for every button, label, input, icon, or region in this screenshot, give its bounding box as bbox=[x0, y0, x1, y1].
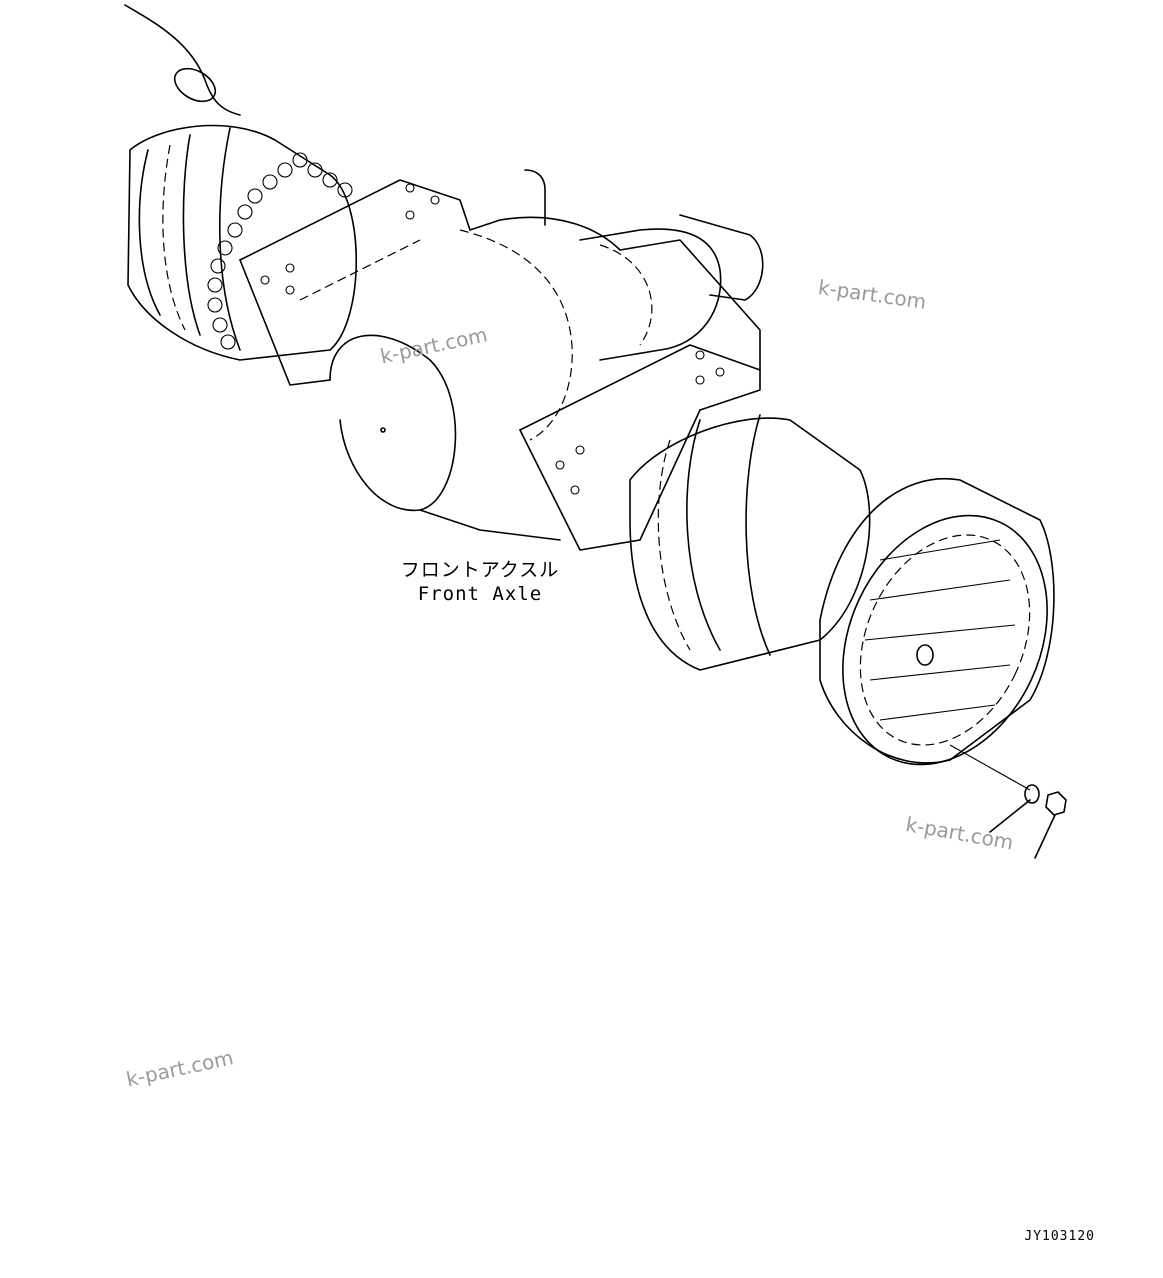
axle-housing bbox=[239, 179, 761, 551]
left-wheel-hub bbox=[127, 124, 357, 361]
assembly-label-en: Front Axle bbox=[417, 583, 543, 605]
hose-clamp bbox=[173, 67, 217, 103]
nut-part bbox=[1045, 791, 1067, 816]
hose-line bbox=[124, 4, 241, 116]
leader-washer bbox=[989, 799, 1031, 833]
wheel-rim bbox=[819, 478, 1055, 766]
right-wheel-hub bbox=[629, 414, 871, 671]
drawing-code: JY103120 bbox=[1024, 1229, 1095, 1244]
leader-line bbox=[949, 744, 1031, 791]
assembly-label: フロントアクスル Front Axle bbox=[400, 558, 560, 606]
input-flange bbox=[579, 214, 764, 361]
leader-nut bbox=[1034, 814, 1056, 859]
assembly-label-jp: フロントアクスル bbox=[400, 559, 560, 581]
breather-hose bbox=[524, 169, 546, 226]
washer-part bbox=[1024, 784, 1040, 804]
